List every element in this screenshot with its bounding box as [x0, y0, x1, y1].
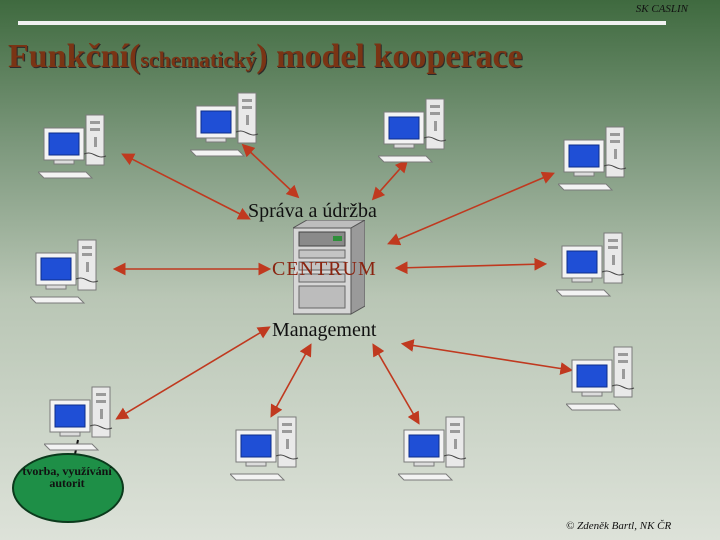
workstation-3 — [376, 94, 458, 184]
workstation-9 — [228, 412, 310, 502]
footer-credit: © Zdeněk Bartl, NK ČR — [566, 520, 672, 532]
arrow-9 — [270, 343, 312, 418]
title-part-1: Funkční( — [8, 38, 141, 75]
workstation-8 — [42, 382, 124, 472]
computer-icon — [42, 386, 113, 451]
computer-icon — [228, 416, 299, 481]
arrow-2 — [241, 143, 300, 199]
computer-icon — [36, 114, 107, 179]
computer-icon — [376, 98, 447, 163]
arrow-7 — [115, 326, 271, 420]
computer-icon — [554, 232, 625, 297]
workstation-5 — [28, 235, 110, 325]
label-management: Management — [272, 319, 377, 341]
computer-icon — [564, 346, 635, 411]
server-icon — [291, 219, 367, 316]
workstation-6 — [554, 228, 636, 318]
computer-icon — [396, 416, 467, 481]
label-sprava-udrzba: Správa a údržba — [248, 200, 377, 222]
header-tag: SK CASLIN — [635, 3, 688, 15]
workstation-2 — [188, 88, 270, 178]
label-centrum: CENTRUM — [272, 258, 377, 280]
top-rule — [18, 21, 666, 25]
title-part-2: schematický — [140, 47, 257, 72]
computer-icon — [28, 239, 99, 304]
computer-icon — [556, 126, 627, 191]
computer-icon — [188, 92, 259, 157]
page-title: Funkční(schematický) model kooperace — [8, 38, 523, 76]
arrow-4 — [387, 171, 555, 246]
title-part-3: ) model kooperace — [256, 38, 523, 75]
workstation-10 — [396, 412, 478, 502]
workstation-7 — [564, 342, 646, 432]
arrow-1 — [121, 153, 251, 220]
arrow-8 — [400, 339, 574, 375]
arrow-6 — [394, 257, 548, 275]
arrow-10 — [372, 343, 420, 425]
authority-label: tvorba, využívání autorit — [22, 464, 112, 490]
authority-oval — [12, 453, 124, 523]
workstation-4 — [556, 122, 638, 212]
workstation-1 — [36, 110, 118, 200]
